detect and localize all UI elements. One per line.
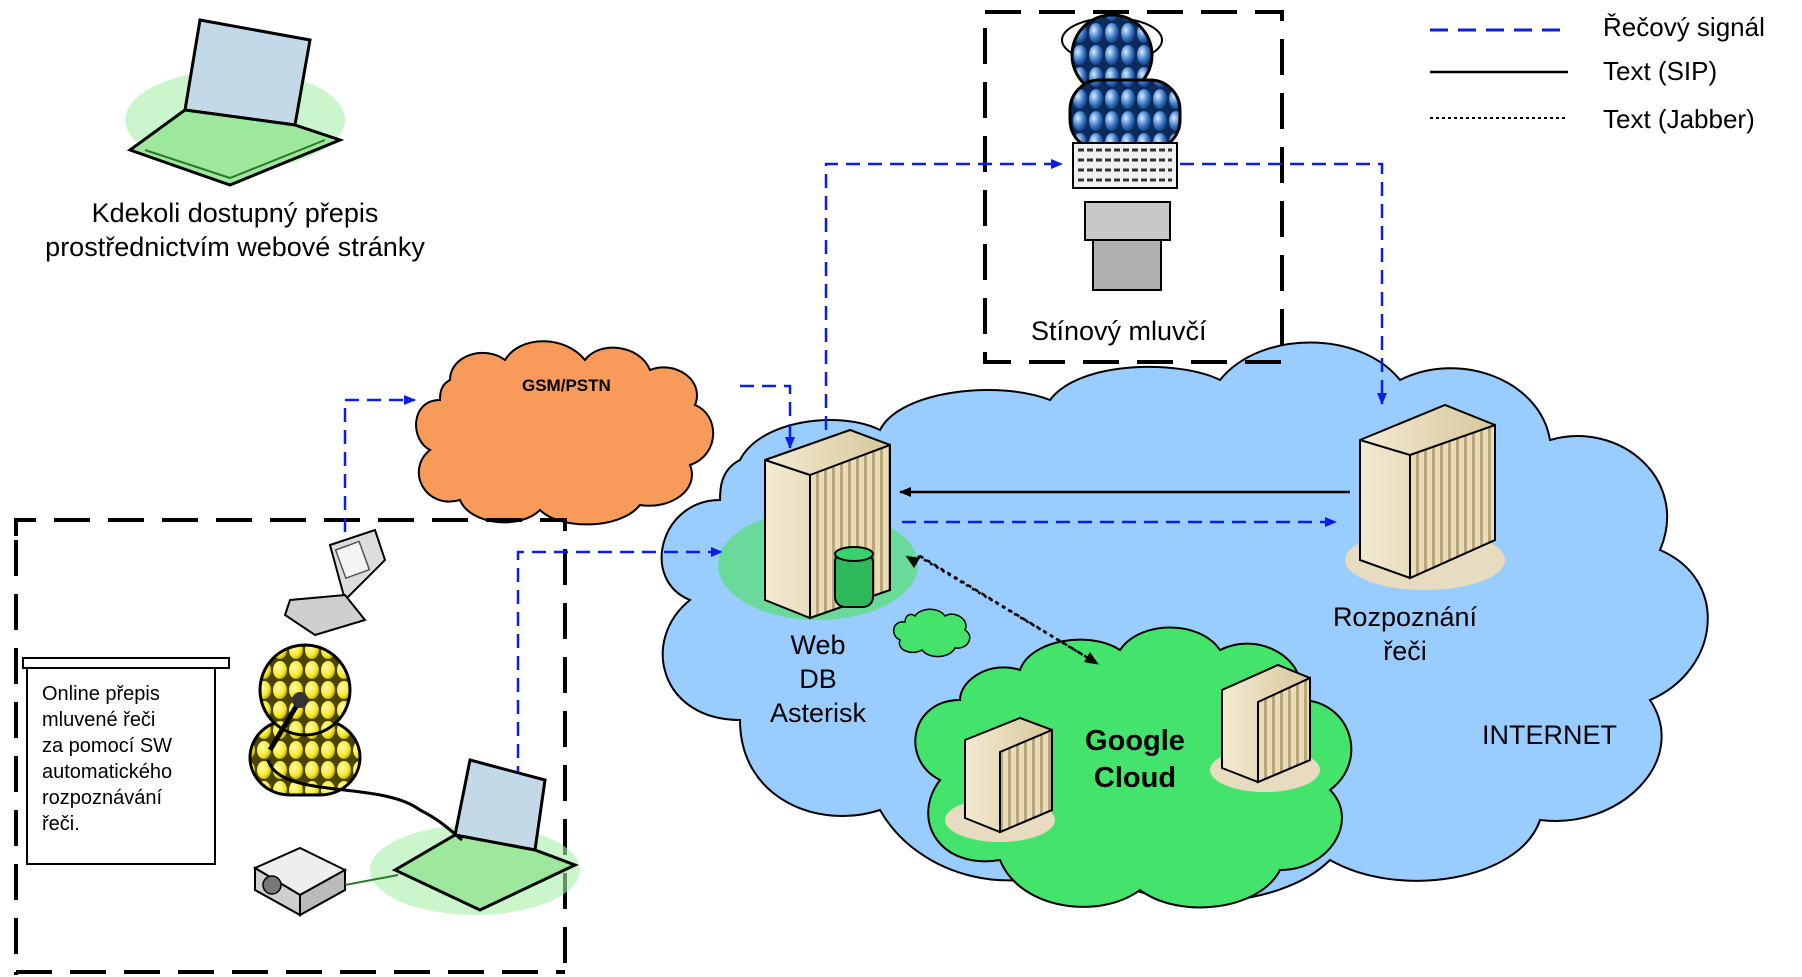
web-transcript-label: Kdekoli dostupný přepis prostřednictvím … [45, 198, 425, 262]
gsm-label: GSM/PSTN [522, 376, 611, 395]
laptop-icon [125, 18, 345, 187]
link-speaker-recognition [1180, 162, 1387, 405]
internet-label: INTERNET [1482, 720, 1617, 750]
link-phone-gsm [343, 395, 416, 532]
google-server-right-icon [1210, 663, 1320, 792]
google-cloud-label: Google Cloud [1085, 725, 1185, 794]
lecture-laptop-icon [370, 758, 580, 915]
small-cloud [893, 608, 971, 658]
legend-sip-label: Text (SIP) [1603, 56, 1718, 86]
google-server-left-icon [945, 716, 1055, 842]
legend [1430, 28, 1568, 119]
link-server-speaker [824, 159, 1063, 430]
link-laptop-server [516, 547, 723, 780]
shadow-speaker-icon [1061, 13, 1182, 291]
recognition-server-icon [1345, 403, 1505, 590]
projector-icon [252, 846, 348, 917]
shadow-speaker-label: Stínový mluvčí [1031, 316, 1207, 346]
lecture-room-box [14, 518, 567, 975]
mobile-phone-icon [283, 528, 387, 637]
link-gsm-server [740, 384, 795, 449]
gsm-cloud-shape [415, 340, 715, 526]
legend-speech-label: Řečový signál [1603, 12, 1765, 42]
legend-jabber-label: Text (Jabber) [1603, 104, 1755, 134]
projection-screen: Online přepis mluvené řeči za pomocí SW … [26, 667, 216, 865]
lecturer-icon [248, 643, 362, 797]
web-server-label: Web DB Asterisk [769, 630, 867, 728]
recognition-label: Rozpoznání řeči [1332, 602, 1478, 666]
transcript-note: Online přepis mluvené řeči za pomocí SW … [42, 683, 173, 835]
web-server-icon [718, 428, 918, 620]
